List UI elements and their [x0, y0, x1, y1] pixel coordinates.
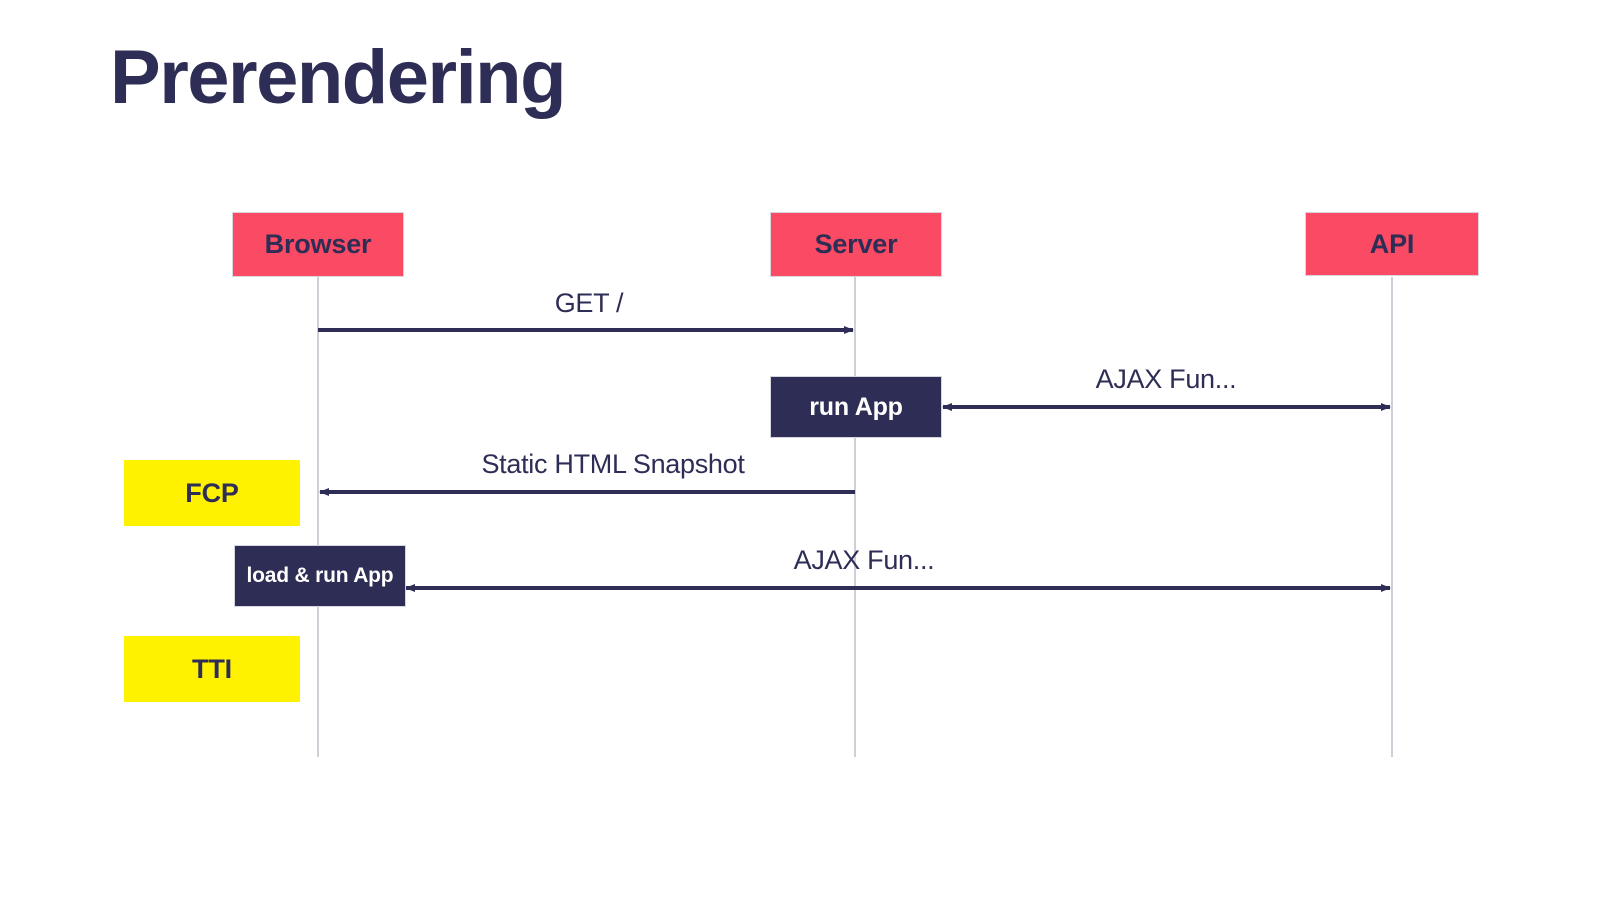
participant-server[interactable]: Server	[770, 212, 942, 277]
milestone-fcp-label: FCP	[185, 477, 239, 508]
participant-api-label: API	[1369, 228, 1415, 259]
participant-browser-label: Browser	[264, 229, 372, 259]
process-box-load-run-app[interactable]: load & run App	[234, 545, 406, 607]
milestone-fcp[interactable]: FCP	[124, 460, 300, 526]
message-label-ajax-browser-api: AJAX Fun...	[793, 545, 935, 575]
message-label-static-html-snapshot: Static HTML Snapshot	[481, 449, 745, 479]
process-box-run-app-label: run App	[809, 392, 903, 421]
page-title: Prerendering	[110, 35, 567, 120]
message-label-ajax-server-api: AJAX Fun...	[1095, 364, 1237, 394]
process-box-load-run-app-label: load & run App	[246, 563, 394, 587]
message-label-get-root: GET /	[554, 288, 624, 318]
participant-browser[interactable]: Browser	[232, 212, 404, 277]
participant-server-label: Server	[814, 229, 898, 259]
milestone-tti[interactable]: TTI	[124, 636, 300, 702]
participant-api[interactable]: API	[1305, 212, 1479, 276]
milestone-tti-label: TTI	[192, 653, 232, 684]
process-box-run-app[interactable]: run App	[770, 376, 942, 438]
